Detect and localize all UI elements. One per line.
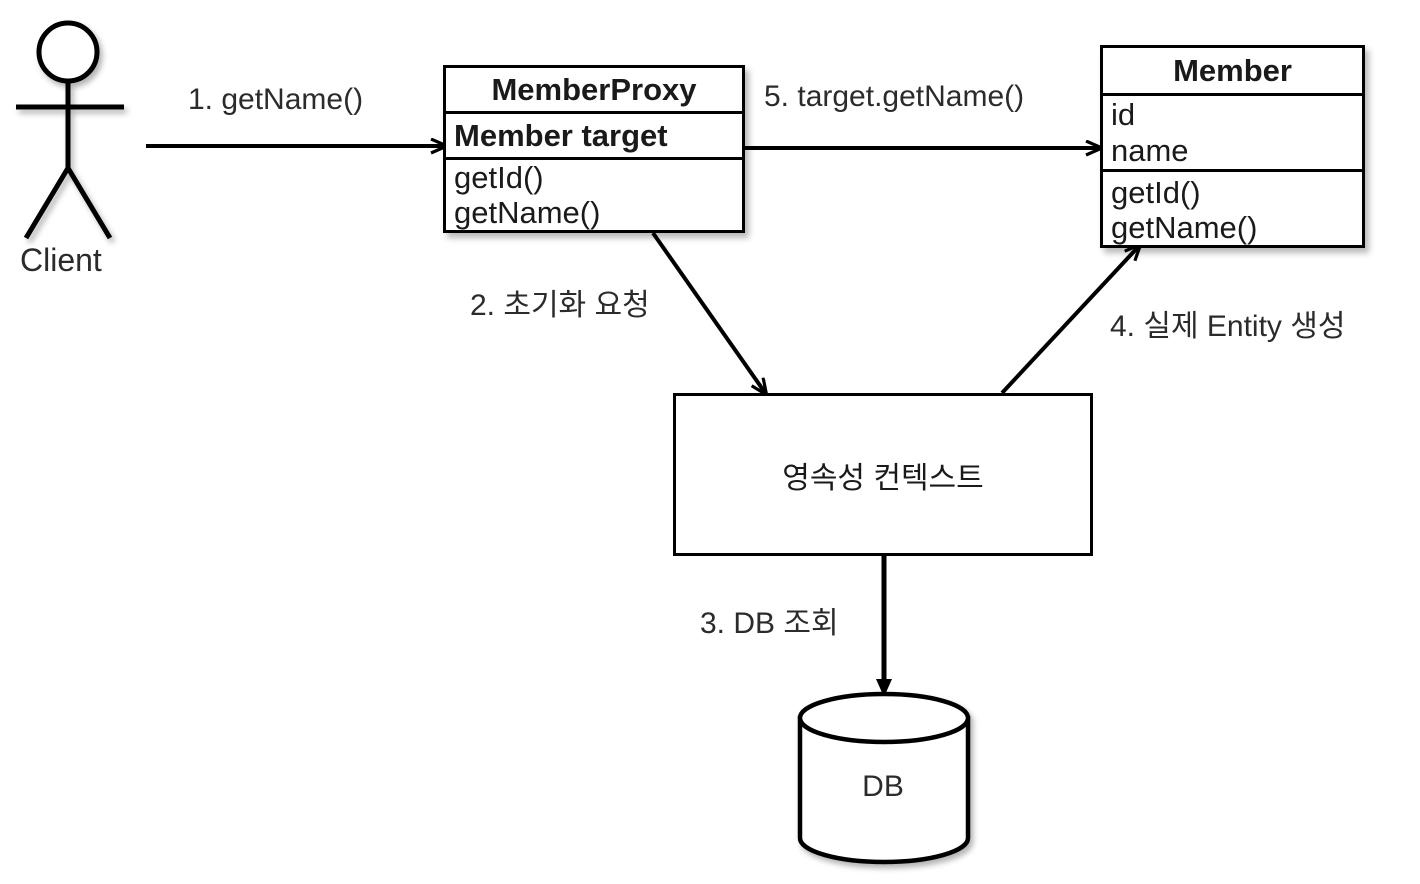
class-operations-memberproxy: getId() getName() [446,160,742,230]
class-box-member[interactable]: Member id name getId() getName() [1100,45,1365,248]
class-attributes-member: id name [1103,96,1362,172]
class-attribute-id: id [1111,97,1136,133]
class-name-member: Member [1103,48,1362,96]
class-operation-getid: getId() [1111,174,1201,210]
node-persistence-context[interactable]: 영속성 컨텍스트 [673,393,1093,556]
arrow-2-memberproxy-to-persistence-context [651,231,766,394]
class-operations-member: getId() getName() [1103,172,1362,248]
class-attribute-member-target: Member target [446,114,742,160]
actor-label: Client [20,242,102,278]
class-box-memberproxy[interactable]: MemberProxy Member target getId() getNam… [443,65,745,233]
actor-stick-figure-icon [16,20,124,240]
class-attribute-name: name [1111,132,1189,168]
class-operation-getname: getName() [454,195,601,230]
message-label-3: 3. DB 조회 [700,607,839,640]
message-label-4: 4. 실제 Entity 생성 [1110,310,1346,343]
database-cylinder-icon [797,691,971,865]
node-database[interactable]: DB [798,698,968,858]
class-name-memberproxy: MemberProxy [446,68,742,114]
message-label-1: 1. getName() [188,83,364,116]
arrow-4-persistence-context-to-member [1000,245,1140,395]
message-label-2: 2. 초기화 요청 [470,289,650,322]
message-label-5: 5. target.getName() [764,80,1025,113]
persistence-context-label: 영속성 컨텍스트 [782,461,984,495]
class-operation-getid: getId() [454,160,544,195]
class-operation-getname: getName() [1111,210,1258,245]
database-label: DB [862,770,904,803]
